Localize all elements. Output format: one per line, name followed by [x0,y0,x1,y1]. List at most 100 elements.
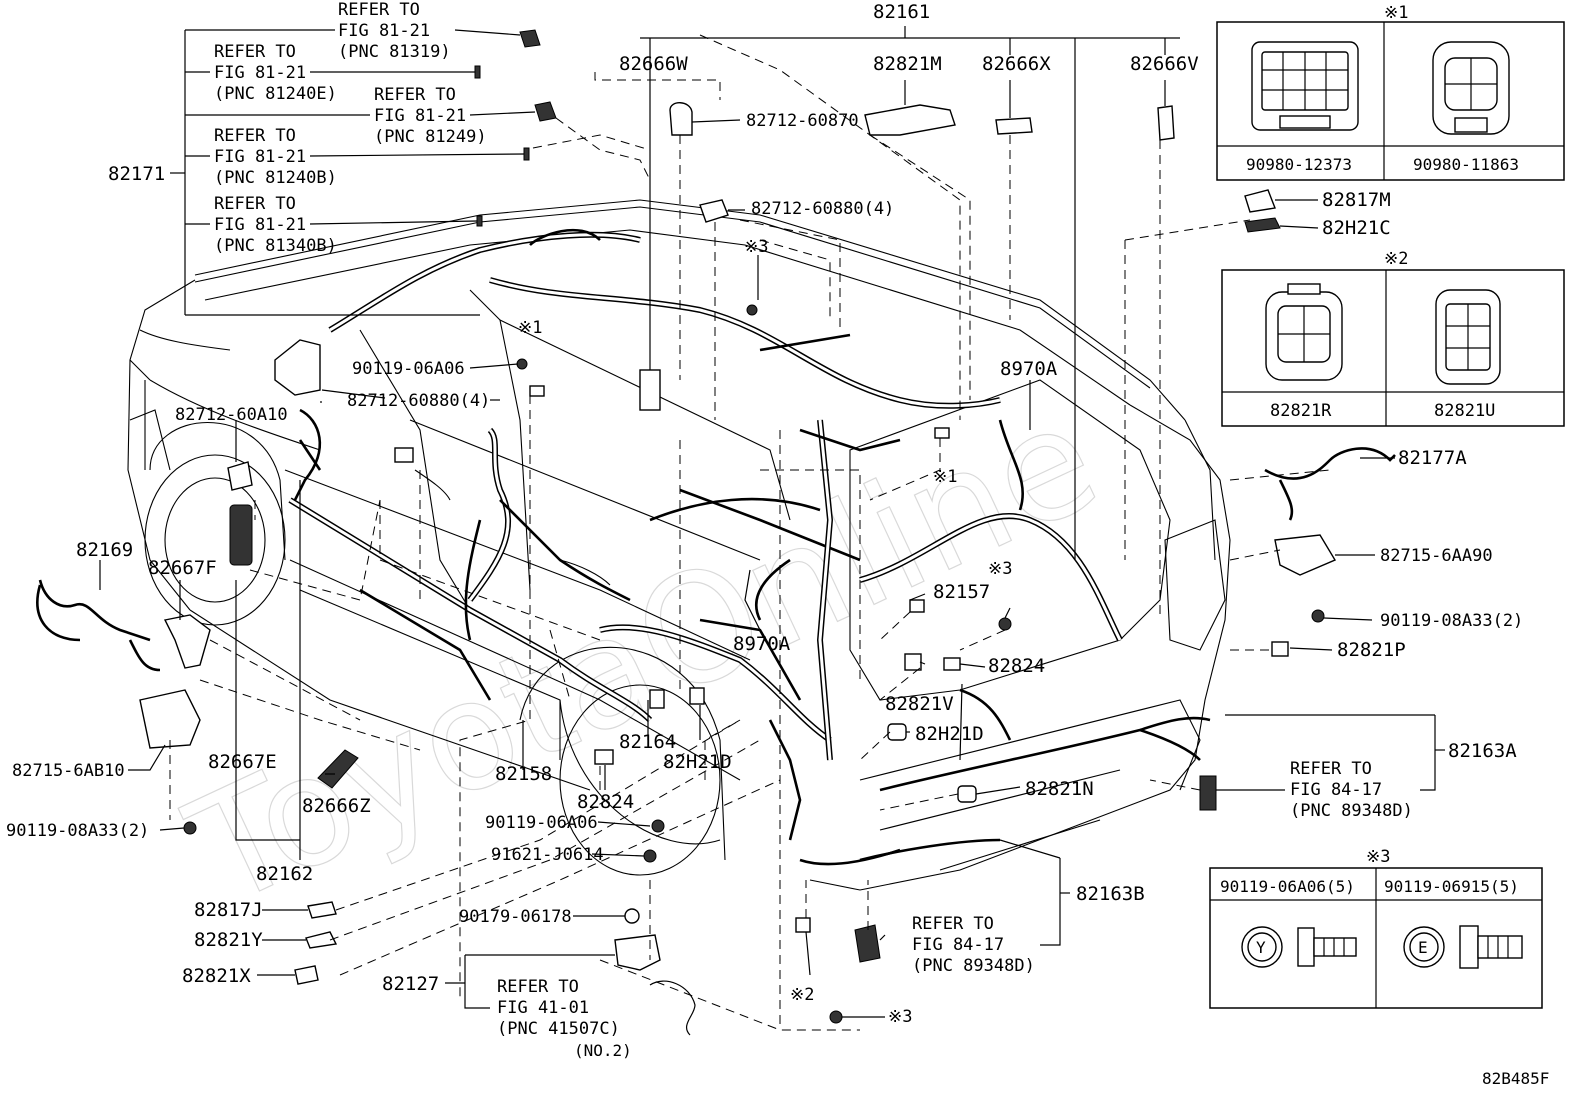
clip-1b [934,427,950,439]
connector-2 [795,917,811,933]
clip-82712-60880 [699,199,729,223]
refer-note-line: (PNC 89348D) [1290,801,1413,821]
inset-box-3-left-label: 90119-06A06(5) [1220,877,1355,896]
refer-note-81340B: REFER TO FIG 81-21 (PNC 81340B) [214,194,337,256]
clip-1a [529,385,545,397]
mark-label: ※2 [790,985,814,1005]
connector-82H21Db [887,723,907,741]
bolt-3a [746,304,758,316]
connector-82821P [1271,641,1289,657]
connector-illustration-82821R [1265,283,1343,381]
part-label: 82817M [1322,189,1391,211]
refer-note-81240E: REFER TO FIG 81-21 (PNC 81240E) [214,42,337,104]
part-label: 82163A [1448,740,1517,762]
refer-note-line: FIG 84-17 [1290,780,1382,800]
bracket-82715-6AA90 [1274,534,1337,576]
dashed-drop-lines [169,34,1331,1031]
clip-82712-60A10 [227,461,253,491]
connector-illustration-90980-12373 [1251,41,1359,131]
inset-box-3-right-label: 90119-06915(5) [1384,877,1519,896]
part-label: 82164 [619,731,676,753]
part-label: 82171 [108,163,165,185]
inset-box-1-right-label: 90980-11863 [1413,155,1519,174]
bolt-icon-Y: Y [1256,938,1266,957]
refer-note-line: REFER TO [1290,759,1372,779]
mark-label: ※1 [518,318,542,338]
connector-82H21Da [689,687,705,705]
connector-81340B [476,215,483,227]
grommet-82163A [1199,775,1217,811]
part-label: 82821X [182,965,251,987]
refer-note-41507C: REFER TO FIG 41-01 (PNC 41507C) (NO.2) [497,977,632,1060]
inset-box-2-left-label: 82821R [1270,401,1332,421]
protector-82666Z [317,749,359,789]
part-label: 82821V [885,693,954,715]
part-label: 82712-60A10 [175,405,288,425]
clip-82H21C [1244,217,1281,233]
part-label: 82667F [148,557,217,579]
bracket-82666V [1157,105,1175,141]
part-label: 90179-06178 [459,907,572,927]
refer-note-line: (PNC 41507C) [497,1019,620,1039]
clip-82817M [1244,189,1276,213]
part-label: 82821N [1025,778,1094,800]
connector-illustration-90980-11863 [1432,41,1510,135]
mark-label: ※3 [988,559,1012,579]
bolt-90119-08A33b [1311,609,1325,623]
part-label: 82712-60880(4) [347,391,490,411]
connector-82821V [904,653,922,671]
leader-lines-solid [99,26,1445,1018]
bolt-90119-06A06b [651,819,665,833]
part-label: 82158 [495,763,552,785]
refer-note-line: (NO.2) [574,1041,632,1060]
connector-82164 [649,689,665,709]
part-label: 82817J [194,899,263,921]
connector-82821N [957,785,977,803]
pipe-41507C [649,980,696,1036]
refer-note-81249: REFER TO FIG 81-21 (PNC 81249) [374,85,487,147]
part-label: 82712-60870 [746,111,859,131]
connector-81319 [519,29,541,48]
bracket-82127 [614,934,661,971]
inset-box-1-mark: ※1 [1384,3,1408,23]
bolt-3b [998,617,1012,631]
clip-82666W [639,369,661,411]
refer-note-line: REFER TO [214,42,296,62]
bracket-82666X [995,117,1033,135]
refer-note-line: REFER TO [912,914,994,934]
connector-81240B [523,147,530,161]
part-label: 82824 [577,791,634,813]
part-label: 8970A [733,633,791,655]
part-label: 90119-08A33(2) [6,821,149,841]
part-label: 91621-J0614 [491,845,604,865]
inset-box-2-right-label: 82821U [1434,401,1495,421]
part-label: 82127 [382,973,439,995]
connector-81240E [474,65,481,79]
connector-82824a [594,749,614,765]
part-label: 82821M [873,53,942,75]
clip-82712-60870 [669,102,693,136]
part-label: 82H21D [663,751,732,773]
mark-label: ※3 [744,237,768,257]
refer-note-line: FIG 81-21 [338,21,430,41]
refer-note-line: REFER TO [214,194,296,214]
bolt-illustration-Y: Y [1241,926,1357,968]
wire-harnesses [36,228,1396,866]
part-label: 82666V [1130,53,1199,75]
clip-82712-60880b [394,447,414,463]
bracket-82667F [163,614,211,669]
clip-82157 [909,599,925,613]
connector-82824b [943,657,961,671]
part-label: 82821Y [194,929,263,951]
part-label: 90119-06A06 [485,813,598,833]
part-label: 82824 [988,655,1045,677]
clip-82821Y [305,931,338,949]
nut-90179-06178 [624,908,640,924]
refer-note-line: (PNC 81240E) [214,84,337,104]
inset-box-1-left-label: 90980-12373 [1246,155,1352,174]
part-label: 82667E [208,751,277,773]
refer-note-81319: REFER TO FIG 81-21 (PNC 81319) [338,0,451,62]
refer-note-line: REFER TO [214,126,296,146]
part-label: 82712-60880(4) [751,199,894,219]
